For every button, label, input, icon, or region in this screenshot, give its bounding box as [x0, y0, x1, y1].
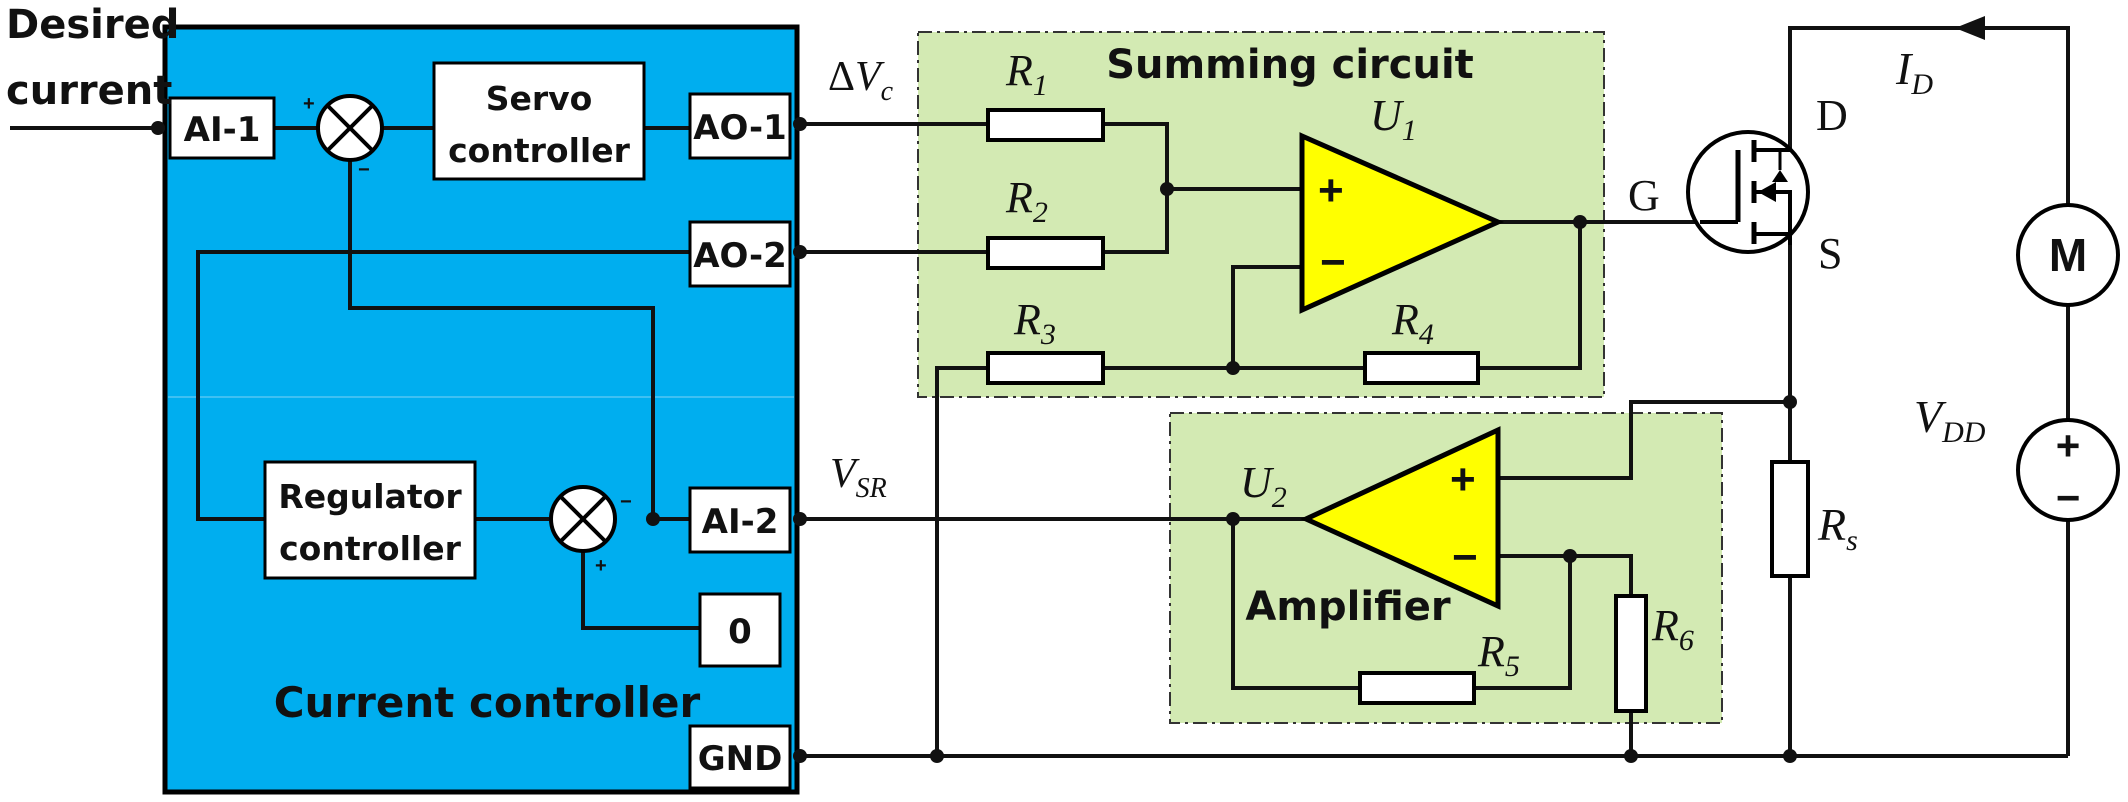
svg-text:controller: controller [279, 529, 461, 568]
gate-label: G [1628, 171, 1660, 220]
resistor-rs [1770, 460, 1810, 578]
svg-text:+: + [1450, 455, 1476, 504]
port-zero: 0 [698, 592, 782, 668]
opamp-u2: + − [1299, 426, 1501, 610]
source-label: S [1818, 229, 1842, 278]
svg-text:AO-2: AO-2 [693, 236, 787, 276]
controller-title: Current controller [274, 678, 701, 727]
summing-circuit-panel [917, 31, 1605, 398]
u1-label: U1 [1370, 91, 1417, 147]
resistor-r5 [1358, 671, 1476, 705]
motor-symbol: M [2016, 203, 2120, 307]
summing-junction-1 [316, 94, 384, 162]
u2-label: U2 [1240, 458, 1287, 514]
amplifier-title: Amplifier [1245, 584, 1450, 630]
r4-label: R4 [1391, 295, 1434, 351]
drain-label: D [1816, 91, 1848, 140]
delta-vc-label: ΔVc [828, 54, 894, 107]
mosfet-symbol [1686, 130, 1810, 254]
voltage-source-symbol: + − [2016, 418, 2120, 522]
wiring [10, 16, 2070, 763]
r2-label: R2 [1005, 173, 1048, 229]
servo-controller-block: Servo controller [432, 61, 646, 181]
svg-text:+: + [1318, 166, 1344, 215]
svg-text:GND: GND [698, 739, 783, 779]
r1-label: R1 [1005, 46, 1048, 102]
summing-junction-2 [549, 485, 617, 553]
rs-label: Rs [1817, 499, 1858, 557]
svg-text:AO-1: AO-1 [693, 108, 787, 148]
svg-text:M: M [2049, 229, 2087, 281]
port-ao2: AO-2 [688, 220, 792, 288]
svg-text:−: − [1452, 533, 1478, 582]
svg-text:+: + [2056, 422, 2081, 469]
summing-circuit-title: Summing circuit [1106, 42, 1474, 88]
port-ao1: AO-1 [688, 92, 792, 160]
r5-label: R5 [1477, 627, 1520, 683]
vsr-label: VSR [830, 451, 887, 504]
opamp-u1: + − [1299, 132, 1505, 314]
sum1-plus-sign: + [303, 93, 315, 115]
r3-label: R3 [1013, 295, 1056, 351]
r6-label: R6 [1651, 601, 1694, 657]
svg-text:controller: controller [448, 131, 630, 170]
resistor-r4 [1363, 351, 1480, 385]
resistor-r6 [1614, 594, 1648, 713]
svg-text:Servo: Servo [486, 79, 593, 118]
desired-current-label-2: current [6, 68, 172, 114]
svg-text:Regulator: Regulator [278, 477, 462, 516]
resistor-r3 [986, 351, 1105, 385]
desired-current-label-1: Desired [6, 2, 179, 48]
regulator-controller-block: Regulator controller [263, 460, 477, 580]
sum2-minus-sign: − [620, 491, 632, 513]
svg-text:AI-2: AI-2 [702, 502, 779, 542]
svg-text:−: − [2056, 474, 2081, 521]
svg-text:AI-1: AI-1 [184, 110, 261, 150]
vdd-label: VDD [1914, 391, 1986, 449]
port-gnd: GND [688, 724, 792, 790]
sum1-minus-sign: − [358, 159, 370, 181]
id-label: ID [1895, 43, 1933, 101]
svg-text:−: − [1320, 238, 1346, 287]
port-ai2: AI-2 [688, 486, 792, 554]
port-ai1: AI-1 [168, 96, 276, 160]
sum2-plus-sign: + [595, 555, 607, 577]
resistor-r1 [986, 108, 1105, 142]
resistor-r2 [986, 236, 1105, 270]
svg-text:0: 0 [728, 612, 752, 652]
